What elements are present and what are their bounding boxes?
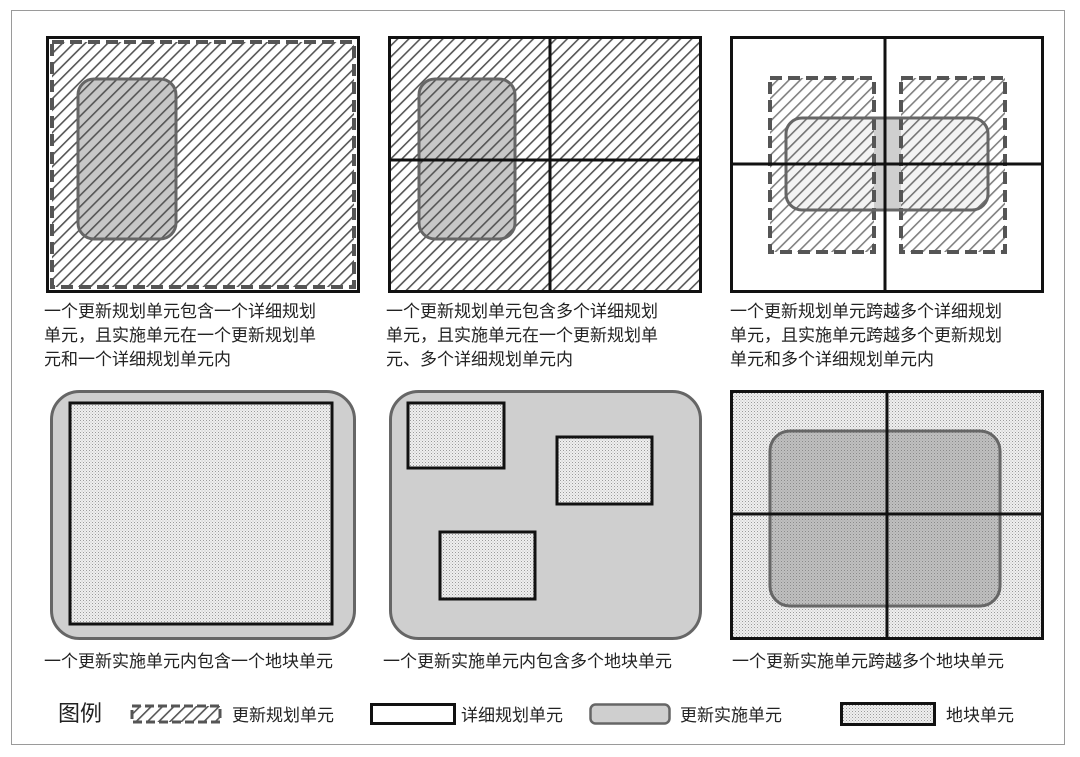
plot-unit-1 — [406, 401, 506, 470]
plot-unit — [68, 401, 334, 626]
legend-swatch-plot-unit — [840, 702, 936, 726]
plot-unit-3 — [438, 530, 537, 601]
panel-6-diagram — [730, 390, 1044, 640]
panel-5-caption: 一个更新实施单元内包含多个地块单元 — [383, 652, 672, 672]
panel-2-diagram — [388, 36, 702, 293]
panel-6-caption: 一个更新实施单元跨越多个地块单元 — [732, 652, 1004, 672]
plot-unit-2 — [555, 435, 654, 506]
legend-swatch-renewal-implementation-unit — [589, 703, 671, 725]
panel-1-diagram — [46, 36, 360, 293]
legend-title: 图例 — [58, 702, 103, 727]
panel-4-diagram — [50, 390, 356, 640]
legend-label-plot-unit: 地块单元 — [946, 706, 1014, 726]
panel-5-diagram — [389, 390, 702, 640]
legend-label-renewal-implementation-unit: 更新实施单元 — [680, 706, 782, 726]
panel-3-caption: 一个更新规划单元跨越多个详细规划 单元，且实施单元跨越多个更新规划 单元和多个详… — [730, 302, 1002, 370]
panel-3-diagram — [730, 36, 1044, 293]
detailed-planning-unit-outline — [46, 36, 360, 293]
panel-4-caption: 一个更新实施单元内包含一个地块单元 — [44, 652, 333, 672]
legend-swatch-detailed-planning-unit — [370, 703, 456, 725]
renewal-implementation-unit — [768, 429, 1002, 608]
renewal-implementation-unit — [76, 77, 178, 241]
detailed-planning-unit-outline — [388, 36, 702, 293]
panel-1-caption: 一个更新规划单元包含一个详细规划 单元，且实施单元在一个更新规划单 元和一个详细… — [44, 302, 316, 370]
legend-label-renewal-planning-unit: 更新规划单元 — [232, 706, 334, 726]
panel-2-caption: 一个更新规划单元包含多个详细规划 单元，且实施单元在一个更新规划单 元、多个详细… — [386, 302, 658, 370]
legend-swatch-renewal-planning-unit — [130, 704, 222, 724]
figure-frame — [11, 10, 1065, 745]
legend-label-detailed-planning-unit: 详细规划单元 — [461, 706, 563, 726]
